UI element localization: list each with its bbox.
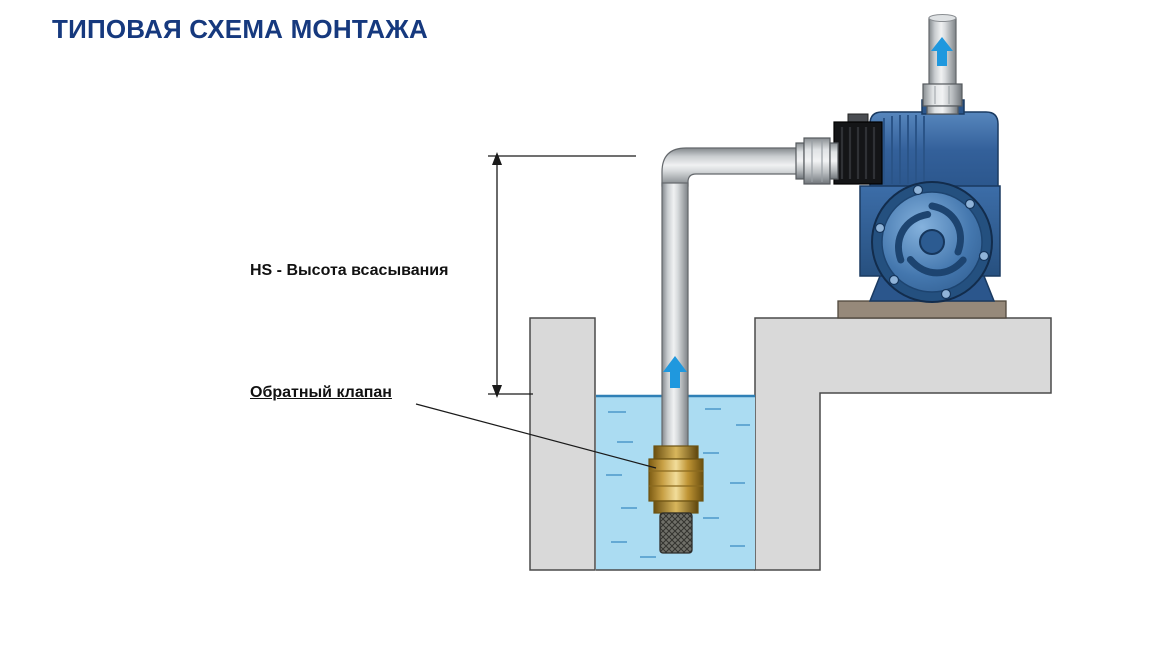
pipe-elbow (661, 147, 806, 187)
dimension-arrow-down-icon (492, 385, 502, 398)
concrete-structures (529, 317, 1052, 571)
pipe-open-end (928, 14, 957, 22)
pump-hub (919, 229, 945, 255)
union-hex-nut (803, 137, 831, 185)
pump-platform (754, 317, 1052, 571)
suction-height-label: HS - Высота всасывания (250, 262, 449, 279)
flow-arrow-up-icon (931, 37, 953, 66)
bolt (874, 222, 886, 234)
union-collar (795, 142, 805, 180)
swirl-blade (928, 202, 964, 256)
swirl-blade (895, 210, 932, 264)
dimension-hs (488, 152, 636, 398)
swirl-blade (906, 256, 967, 277)
outlet-pipe (922, 14, 963, 115)
impeller-swirl (895, 202, 967, 277)
check-valve-leader-line (415, 403, 657, 469)
union-collar (829, 142, 839, 180)
suction-pipe (661, 147, 806, 450)
motor-housing (869, 111, 999, 191)
union-fitting (795, 137, 839, 185)
vertical-pipe (661, 182, 689, 450)
terminal-box (833, 113, 883, 185)
outlet-collar (926, 105, 959, 115)
bolt (940, 288, 952, 300)
pump-base-plate (837, 300, 1007, 319)
flange-bolts (874, 184, 990, 300)
bolt (888, 274, 900, 286)
outlet-hex-nut (922, 83, 963, 107)
valve-body (648, 458, 704, 502)
check-valve (648, 445, 704, 514)
water-ripples (606, 408, 750, 558)
bolt (964, 198, 976, 210)
check-valve-label: Обратный клапан (250, 384, 392, 401)
dimension-arrow-up-icon (492, 152, 502, 165)
terminal-box-ribs (840, 127, 876, 179)
strainer (659, 512, 693, 554)
valve-top-collar (653, 445, 699, 460)
bolt (978, 250, 990, 262)
motor-fins (883, 115, 925, 184)
bolt (912, 184, 924, 196)
pump (837, 99, 1007, 319)
flow-arrow-up-icon (663, 356, 687, 388)
page-title: ТИПОВАЯ СХЕМА МОНТАЖА (52, 14, 428, 44)
well-left-wall (529, 317, 596, 571)
valve-bottom-collar (653, 500, 699, 514)
